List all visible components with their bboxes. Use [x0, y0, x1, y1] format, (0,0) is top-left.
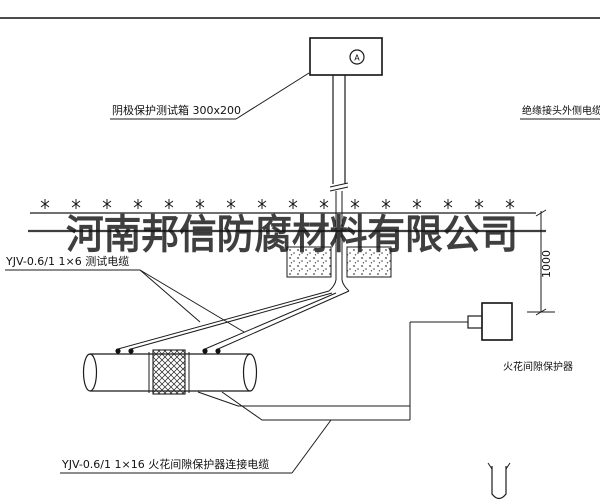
protector-cable-2 [221, 391, 410, 421]
leader-line [235, 72, 310, 120]
protector-cable-label: YJV-0.6/1 1×16 火花间隙保护器连接电缆 [61, 457, 269, 471]
box-marker-letter: A [354, 54, 360, 63]
callout-protector: 火花间隙保护器 [503, 360, 573, 373]
pipe-end-right [242, 353, 258, 392]
spark-gap-protector [197, 302, 513, 421]
dim-tick-top [535, 209, 547, 217]
concrete-block-left [286, 246, 332, 278]
callout-joint-cable: 绝缘接头外侧电缆 [520, 104, 600, 120]
leader-line [291, 419, 332, 474]
conduit-flare-right [341, 279, 350, 292]
protector-body [481, 302, 513, 341]
conduit-flare-left [328, 279, 337, 292]
test-cable-label: YJV-0.6/1 1×6 测试电缆 [5, 255, 129, 268]
insulating-joint [152, 349, 186, 395]
joint-cable-label: 绝缘接头外侧电缆 [522, 104, 600, 117]
protector-label: 火花间隙保护器 [503, 360, 573, 373]
dimension-1000: 1000 [527, 209, 555, 316]
test-cables [117, 290, 350, 350]
concrete-blocks [286, 246, 392, 278]
test-box-label: 阴极保护测试箱 300x200 [112, 103, 241, 117]
leader-line [139, 269, 201, 323]
ammeter-circle-icon [349, 49, 365, 65]
pipe-end-left [82, 353, 98, 392]
protector-cable-1 [197, 391, 410, 407]
cathodic-test-box: A [309, 37, 383, 76]
ground-hatch-marks [40, 198, 515, 210]
cable-connection-dots [115, 348, 221, 354]
break-mark [329, 186, 349, 192]
protector-terminal [467, 315, 483, 329]
concrete-block-right [346, 246, 392, 278]
pipe-assembly [82, 348, 258, 395]
ground-surface [30, 198, 536, 214]
callout-test-box: 阴极保护测试箱 300x200 [110, 72, 310, 120]
callout-protector-cable: YJV-0.6/1 1×16 火花间隙保护器连接电缆 [60, 419, 332, 474]
dimension-text: 1000 [540, 250, 553, 278]
leader-line [139, 269, 245, 333]
break-mark [329, 182, 349, 188]
ground-rod-symbol [487, 462, 511, 500]
callout-test-cable: YJV-0.6/1 1×6 测试电缆 [5, 255, 245, 333]
conduit-riser [328, 75, 350, 292]
